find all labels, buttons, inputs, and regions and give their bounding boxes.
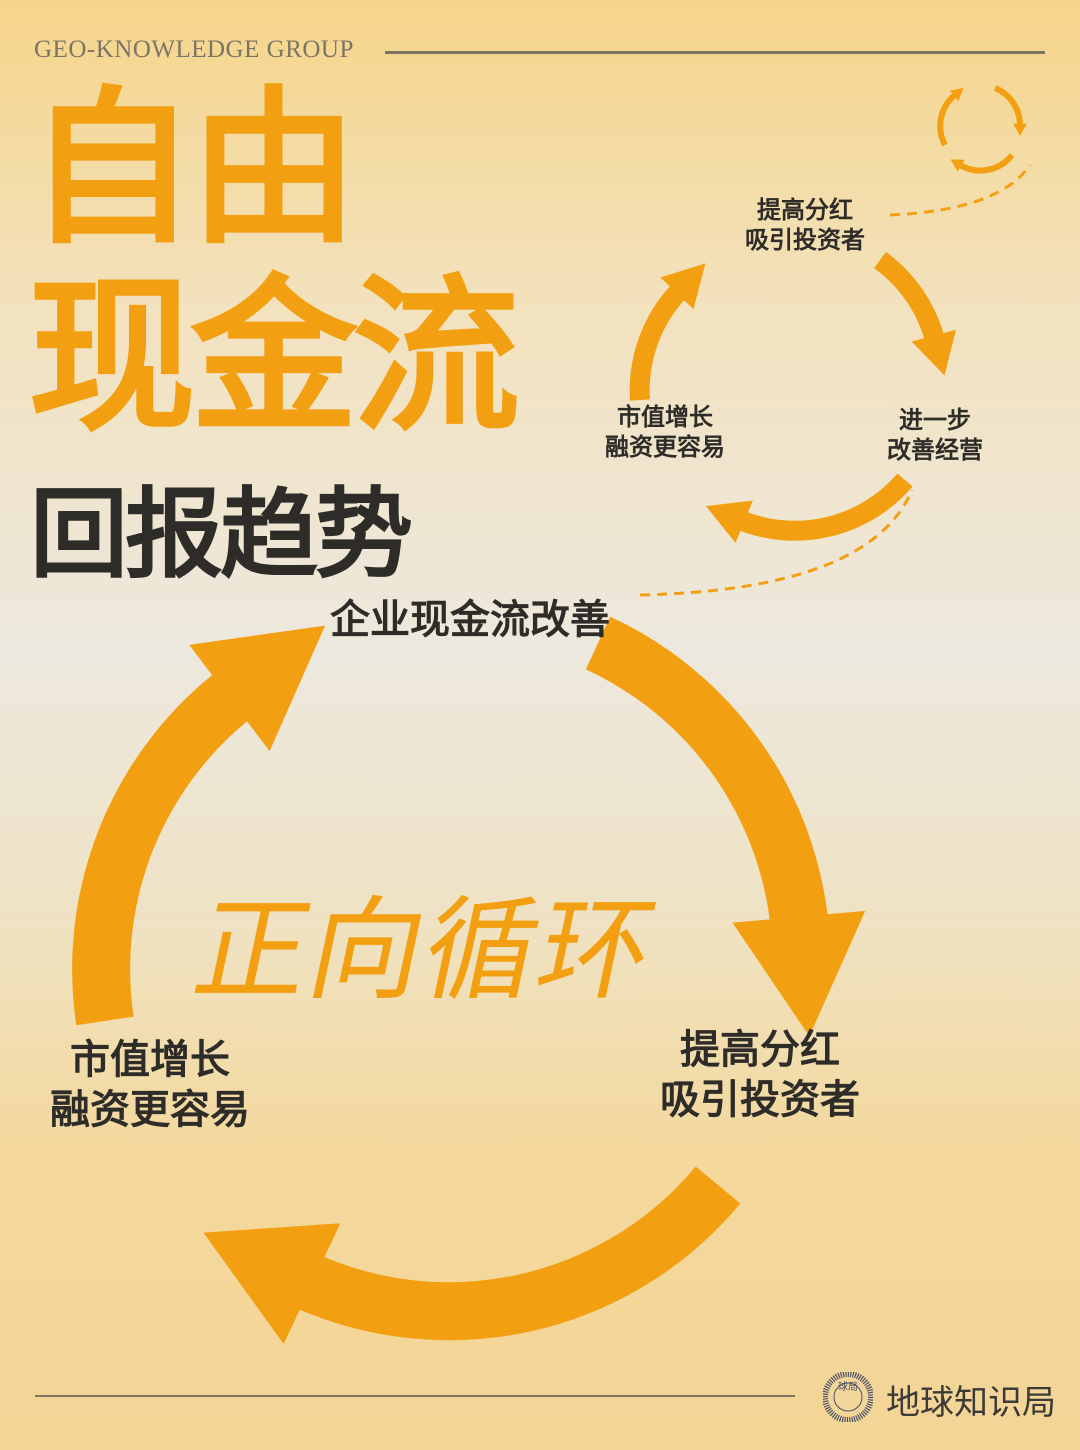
cycle-center-title: 正向循环 — [184, 886, 668, 1016]
big-label-right-line2: 吸引投资者 — [660, 1076, 860, 1123]
small-arrow-bottom — [705, 473, 913, 544]
small-label-left-line1: 市值增长 — [617, 402, 713, 431]
title-line-3: 回报趋势 — [30, 478, 413, 592]
small-label-left: 市值增长 融资更容易 — [585, 402, 745, 462]
footer-divider — [35, 1395, 795, 1397]
dashed-connector-top — [889, 164, 1032, 217]
logo-sun-icon — [823, 1372, 873, 1422]
big-arrow-right — [585, 616, 866, 1037]
title-line-1: 自由 — [28, 69, 358, 267]
small-label-left-line2: 融资更容易 — [605, 432, 725, 461]
small-label-top-line1: 提高分红 — [757, 195, 853, 224]
small-label-right-line2: 改善经营 — [887, 435, 983, 464]
big-label-top: 企业现金流改善 — [330, 596, 610, 643]
small-label-top-line2: 吸引投资者 — [745, 225, 865, 254]
header-divider — [385, 51, 1045, 54]
logo-seal-text: 球局 — [838, 1382, 858, 1393]
big-arrow-bottom — [203, 1166, 741, 1345]
brand-header: GEO-KNOWLEDGE GROUP — [34, 36, 354, 63]
small-label-top: 提高分红 吸引投资者 — [720, 195, 890, 255]
big-label-right: 提高分红 吸引投资者 — [630, 1025, 890, 1125]
title-line-2: 现金流 — [28, 257, 520, 455]
big-label-right-line1: 提高分红 — [680, 1026, 840, 1073]
big-arrow-left — [72, 625, 326, 1026]
dashed-connector-bottom — [639, 489, 914, 597]
big-label-left-line2: 融资更容易 — [50, 1086, 250, 1133]
small-label-right-line1: 进一步 — [899, 405, 971, 434]
small-label-right: 进一步 改善经营 — [865, 405, 1005, 465]
small-arrow-right — [873, 251, 957, 376]
cycle-icon — [937, 85, 1027, 174]
logo-text: 地球知识局 — [886, 1383, 1056, 1423]
big-label-left-line1: 市值增长 — [70, 1036, 230, 1083]
big-label-left: 市值增长 融资更容易 — [25, 1035, 275, 1135]
small-arrow-left — [629, 263, 706, 401]
